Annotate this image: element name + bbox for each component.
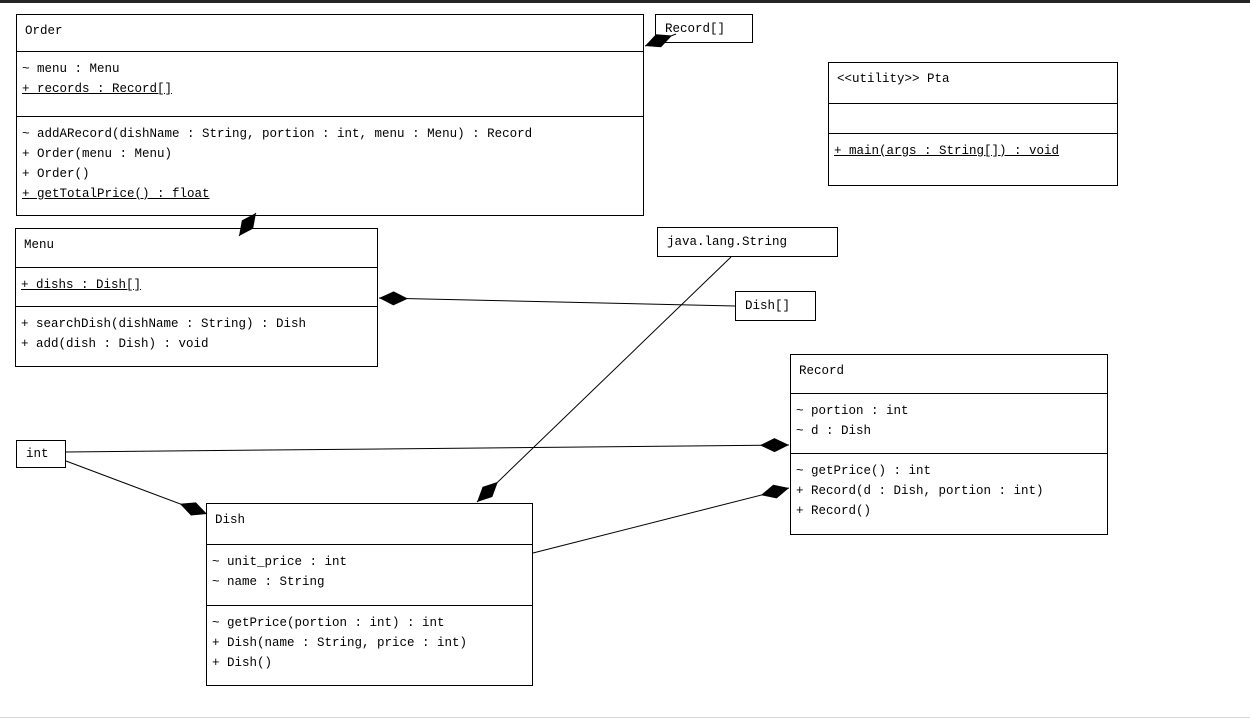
class-method: + getTotalPrice() : float	[22, 187, 210, 201]
class-method: + searchDish(dishName : String) : Dish	[21, 317, 307, 331]
composition-link-record-has-d	[532, 487, 790, 554]
class-method: ~ getPrice() : int	[796, 464, 932, 478]
class-title: Dish	[207, 504, 532, 545]
class-method: + main(args : String[]) : void	[834, 144, 1060, 158]
class-order: Order~ menu : Menu+ records : Record[]~ …	[16, 14, 644, 216]
class-method: + Dish()	[212, 656, 273, 670]
node-dish-array: Dish[]	[735, 291, 816, 321]
class-method: ~ getPrice(portion : int) : int	[212, 616, 445, 630]
node-int: int	[16, 440, 66, 468]
composition-link-menu-has-dishs	[378, 297, 736, 307]
class-attribute: ~ d : Dish	[796, 424, 872, 438]
composition-link-record-has-portion	[65, 444, 790, 453]
attributes-compartment: + dishs : Dish[]	[16, 268, 377, 307]
composition-link-dish-has-name	[476, 256, 732, 503]
class-attribute: ~ portion : int	[796, 404, 909, 418]
composition-diamond-record-has-portion	[760, 438, 789, 453]
class-record: Record ~ portion : int ~ d : Dish ~ getPric…	[790, 354, 1108, 535]
class-title: java.lang.String	[667, 235, 788, 249]
attributes-compartment: ~ unit_price : int ~ name : String	[207, 545, 532, 606]
attributes-compartment	[829, 104, 1117, 134]
node-record-array: Record[]	[655, 14, 753, 43]
top-border-bar	[0, 0, 1250, 3]
class-title: <<utility>> Pta	[829, 63, 1117, 104]
attributes-compartment: ~ portion : int ~ d : Dish	[791, 394, 1107, 454]
class-method: + Record()	[796, 504, 872, 518]
composition-diamond-record-has-d	[760, 484, 789, 499]
class-attribute: ~ menu : Menu	[22, 62, 120, 76]
class-attribute: + records : Record[]	[22, 82, 173, 96]
class-dish: Dish ~ unit_price : int ~ name : String ~ g…	[206, 503, 533, 686]
composition-diamond-dish-has-name	[477, 481, 498, 502]
composition-diamond-dish-has-unit-price	[179, 502, 207, 516]
class-menu: Menu + dishs : Dish[] + searchDish(dishNam…	[15, 228, 378, 367]
class-title: Dish[]	[745, 299, 791, 313]
class-title: int	[26, 447, 49, 461]
methods-compartment: ~ getPrice(portion : int) : int + Dish(na…	[207, 606, 532, 685]
methods-compartment: ~ addARecord(dishName : String, portion …	[17, 117, 643, 215]
class-method: + Order()	[22, 167, 90, 181]
class-method: + Record(d : Dish, portion : int)	[796, 484, 1044, 498]
class-method: ~ addARecord(dishName : String, portion …	[22, 127, 533, 141]
node-java-lang-string: java.lang.String	[657, 227, 838, 257]
composition-link-dish-has-unit-price	[65, 460, 208, 515]
class-title: Record	[791, 355, 1107, 394]
class-method: + add(dish : Dish) : void	[21, 337, 209, 351]
methods-compartment: + main(args : String[]) : void	[829, 134, 1117, 185]
methods-compartment: ~ getPrice() : int + Record(d : Dish, por…	[791, 454, 1107, 534]
class-method: + Dish(name : String, price : int)	[212, 636, 468, 650]
methods-compartment: + searchDish(dishName : String) : Dish + …	[16, 307, 377, 366]
attributes-compartment: ~ menu : Menu + records : Record[]	[17, 52, 643, 117]
class-title: Record[]	[665, 21, 726, 36]
class-pta: <<utility>> Pta + main(args : String[]) :…	[828, 62, 1118, 186]
class-title: Menu	[16, 229, 377, 268]
class-attribute: ~ name : String	[212, 575, 325, 589]
class-title: Order	[17, 15, 643, 52]
class-attribute: ~ unit_price : int	[212, 555, 348, 569]
composition-diamond-menu-has-dishs	[379, 291, 408, 306]
class-method: + Order(menu : Menu)	[22, 147, 173, 161]
class-attribute: + dishs : Dish[]	[21, 278, 142, 292]
